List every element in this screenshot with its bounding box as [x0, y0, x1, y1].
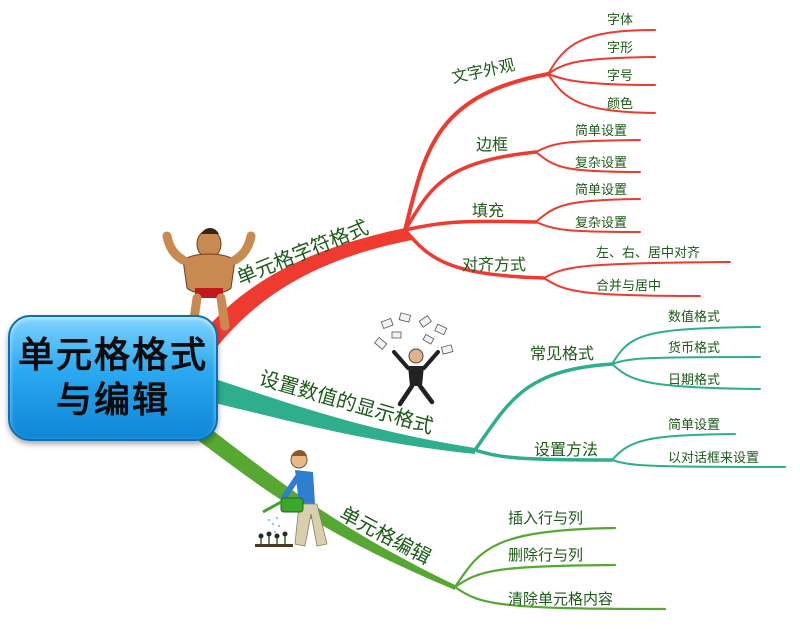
gardener-icon — [255, 450, 328, 547]
branch-connector-green — [192, 418, 455, 590]
leaf-number-format: 数值格式 — [668, 309, 720, 325]
node-text-appearance: 文字外观 — [450, 55, 517, 87]
root-title-line2: 与编辑 — [55, 380, 170, 421]
leaf-font: 字体 — [607, 13, 633, 28]
node-delete-rows-cols: 删除行与列 — [508, 546, 583, 564]
root-node[interactable]: 单元格格式 与编辑 — [8, 315, 218, 441]
strongman-icon — [162, 228, 256, 331]
branch-connector-red — [205, 228, 412, 348]
juggler-icon — [374, 312, 454, 407]
leaf-align-lr-center: 左、右、居中对齐 — [596, 245, 700, 261]
leaf-font-style: 字形 — [607, 41, 633, 56]
node-alignment: 对齐方式 — [462, 255, 526, 274]
leaf-dialog-setting: 以对话框来设置 — [668, 451, 759, 466]
node-insert-rows-cols: 插入行与列 — [508, 509, 583, 527]
leaf-fill-simple: 简单设置 — [575, 182, 627, 198]
node-border: 边框 — [476, 135, 508, 154]
leaf-font-size: 字号 — [607, 69, 633, 84]
leaf-merge-center: 合并与居中 — [596, 279, 661, 294]
branch-connector-teal — [210, 378, 475, 454]
node-setting-method: 设置方法 — [534, 440, 598, 459]
leaf-fill-complex: 复杂设置 — [575, 216, 627, 231]
leaf-simple-setting: 简单设置 — [668, 417, 720, 433]
leaf-border-complex: 复杂设置 — [575, 156, 627, 171]
leaf-currency-format: 货币格式 — [668, 340, 720, 356]
node-common-formats: 常见格式 — [530, 344, 594, 363]
leaf-color: 颜色 — [607, 96, 633, 112]
leaf-border-simple: 简单设置 — [575, 123, 627, 139]
node-fill: 填充 — [472, 201, 504, 220]
leaf-date-format: 日期格式 — [668, 372, 720, 388]
node-clear-cell-content: 清除单元格内容 — [508, 590, 613, 608]
root-title-line1: 单元格格式 — [17, 335, 208, 376]
